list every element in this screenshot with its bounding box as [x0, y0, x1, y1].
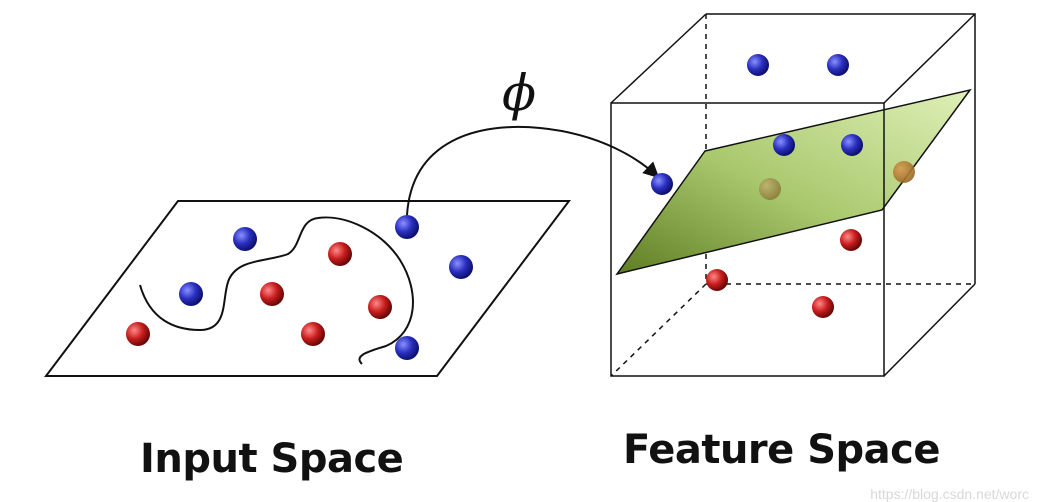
feature-space-caption: Feature Space — [623, 427, 940, 473]
cube-front-face — [610, 102, 885, 377]
input-point-red — [368, 295, 392, 319]
input-space — [43, 200, 572, 377]
feature-point-red — [840, 229, 862, 251]
input-point-red — [126, 322, 150, 346]
input-point-blue — [179, 282, 203, 306]
feature-point-red — [812, 296, 834, 318]
feature-point-blue — [773, 134, 795, 156]
feature-point-red — [706, 269, 728, 291]
cube-edge — [610, 13, 707, 104]
input-space-caption: Input Space — [140, 436, 404, 482]
input-space-plane — [43, 200, 572, 377]
input-point-blue — [449, 255, 473, 279]
mapping-phi-label: ϕ — [502, 64, 537, 122]
feature-point-blue — [651, 173, 673, 195]
feature-point-red-occluded — [893, 161, 915, 183]
input-point-blue — [395, 336, 419, 360]
feature-point-blue — [841, 134, 863, 156]
cube-edge — [883, 283, 976, 377]
input-point-red — [301, 322, 325, 346]
watermark: https://blog.csdn.net/worc — [870, 486, 1029, 502]
decision-boundary-curve — [139, 216, 414, 365]
input-point-red — [328, 242, 352, 266]
mapping-arrow — [406, 125, 660, 216]
input-point-blue — [395, 215, 419, 239]
feature-point-blue-occluded — [759, 178, 781, 200]
separating-hyperplane — [615, 88, 972, 276]
feature-space — [610, 13, 976, 377]
feature-point-blue — [827, 54, 849, 76]
feature-point-blue — [747, 54, 769, 76]
input-point-blue — [233, 227, 257, 251]
cube-edge — [883, 13, 976, 104]
cube-edge-hidden — [610, 283, 707, 377]
input-point-red — [260, 282, 284, 306]
